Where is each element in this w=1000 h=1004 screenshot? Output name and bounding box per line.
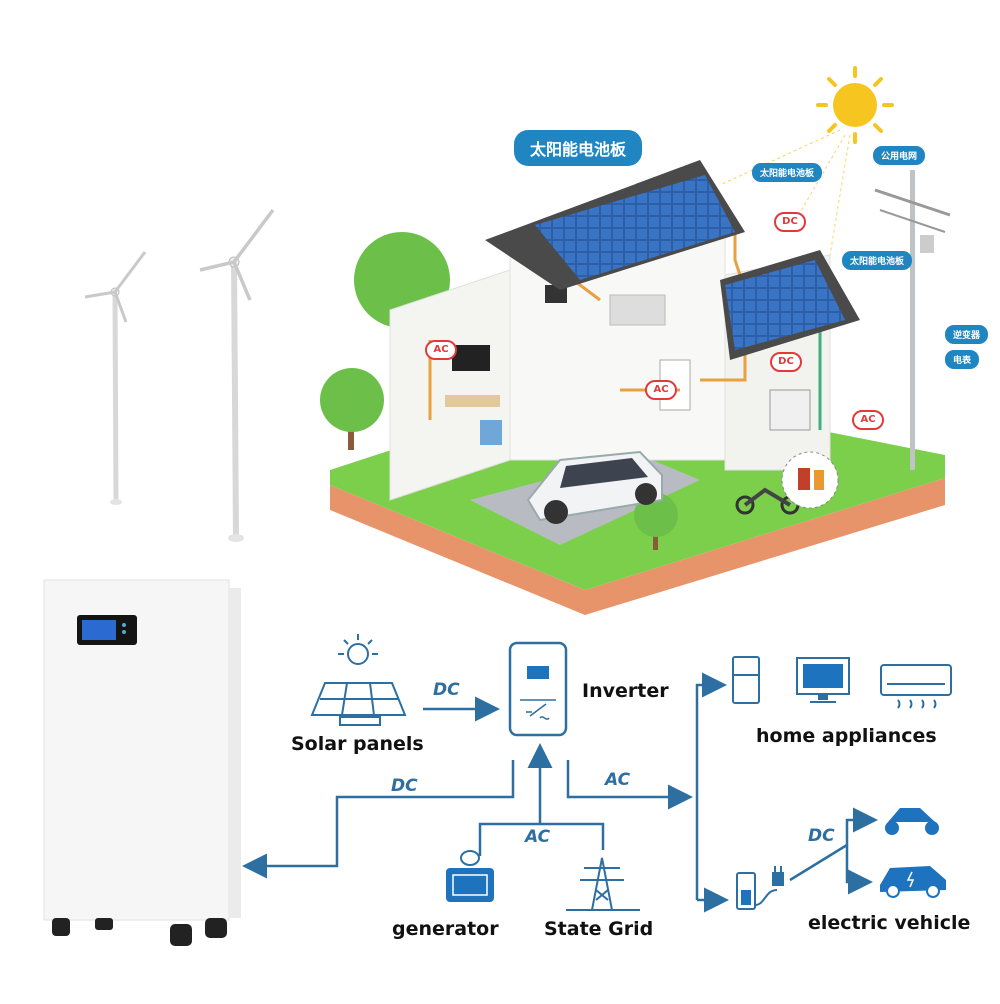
label-inverter-flow: Inverter (582, 680, 669, 702)
label-inverter: 逆变器 (945, 325, 989, 344)
sun-icon (719, 66, 894, 256)
flow-dc-battery: DC (391, 776, 418, 796)
arrow-to-motorcycle (789, 807, 878, 882)
flow-ac-in: AC (525, 827, 551, 847)
tv-icon (452, 345, 490, 371)
flow-dc-solar: DC (433, 680, 460, 700)
arrow-ac-inputs (478, 822, 605, 856)
flow-ac-out: AC (605, 770, 631, 790)
label-generator: generator (392, 918, 499, 940)
tag-ac-grid: AC (852, 410, 884, 430)
energy-storage-cabinet (43, 579, 241, 946)
power-tower-icon (566, 857, 640, 911)
motorcycle-icon (885, 808, 939, 835)
utility-pole-icon (874, 170, 951, 470)
house-island (320, 160, 951, 615)
solar-panel-roof-right (725, 260, 845, 350)
flow-dc-ev: DC (808, 826, 835, 846)
label-electric-vehicle: electric vehicle (808, 912, 971, 934)
label-solar-panel-top: 太阳能电池板 (752, 163, 823, 182)
refrigerator-icon (732, 656, 760, 704)
arrow-inverter-to-loads (566, 760, 693, 810)
air-conditioner-icon (880, 664, 952, 709)
label-home-appliances: home appliances (756, 725, 937, 747)
inverter-icon (508, 641, 568, 737)
tree (320, 368, 384, 450)
electric-car-icon (526, 450, 663, 524)
wind-turbine-large (199, 208, 275, 542)
label-solar-panel-main: 太阳能电池板 (514, 130, 643, 166)
wind-turbine-small (84, 251, 147, 505)
battery-charger-icon (736, 866, 784, 910)
solar-panel-roof-main (535, 175, 735, 280)
tag-dc-roof: DC (774, 212, 806, 232)
label-meter: 电表 (945, 350, 980, 369)
tag-ac-inverter: AC (645, 380, 677, 400)
label-solar-panels: Solar panels (291, 733, 424, 755)
tag-dc-battery: DC (770, 352, 802, 372)
electric-car-flow-icon (880, 866, 946, 898)
label-public-grid: 公用电网 (873, 146, 926, 165)
arrow-to-ev (845, 845, 873, 895)
arrow-inverter-to-battery (242, 760, 515, 879)
label-state-grid: State Grid (544, 918, 654, 940)
tag-ac-living: AC (425, 340, 457, 360)
motorbike-icon (735, 487, 800, 515)
solar-panel-icon (310, 634, 407, 726)
label-solar-panel-right: 太阳能电池板 (842, 251, 913, 270)
generator-icon (446, 850, 494, 902)
arrow-loads-bus (695, 672, 727, 900)
monitor-icon (796, 657, 850, 703)
battery-cabinet-icon (769, 389, 811, 431)
